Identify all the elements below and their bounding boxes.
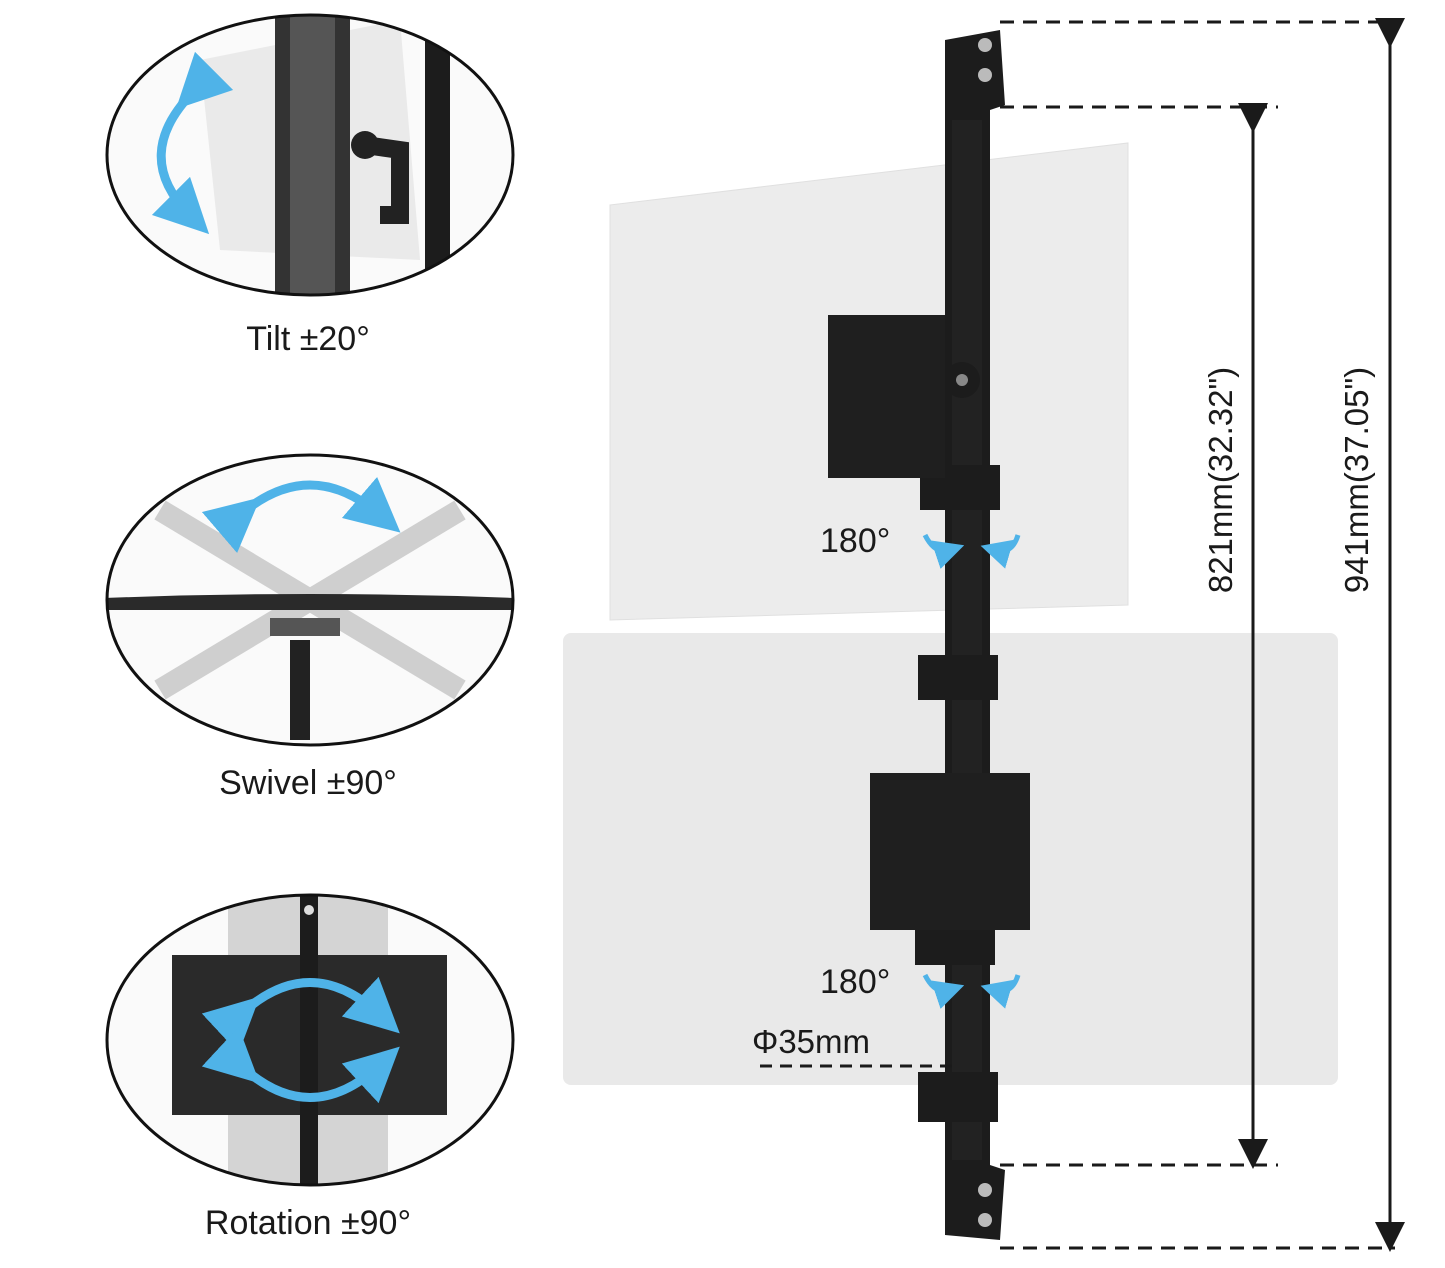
upper-vesa-plate — [828, 315, 945, 478]
inner-height-label: 821mm(32.32") — [1202, 367, 1239, 593]
rotation-arrow-top-icon — [201, 976, 400, 1054]
dimension-lines — [1000, 18, 1405, 1252]
lower-rotation-text: 180° — [820, 963, 890, 1001]
tilt-arrow-icon — [151, 51, 234, 235]
rotation-arrow-bottom-icon — [201, 1026, 400, 1104]
rotation-illustration — [105, 893, 515, 1187]
lower-rotate-left-icon — [922, 973, 965, 1009]
pole-diameter-text: Φ35mm — [752, 1023, 870, 1060]
rotation-label: Rotation ±90° — [205, 1204, 411, 1242]
upper-rotate-right-icon — [980, 534, 1021, 569]
lower-rotate-right-icon — [980, 974, 1021, 1009]
lower-vesa-plate — [870, 773, 1030, 930]
outer-height-label: 941mm(37.05") — [1338, 367, 1375, 593]
swivel-illustration — [105, 453, 515, 747]
upper-rotation-text: 180° — [820, 522, 890, 560]
swivel-label: Swivel ±90° — [219, 764, 397, 802]
pole — [915, 30, 1005, 1240]
swivel-arrow-icon — [201, 476, 401, 554]
tilt-label: Tilt ±20° — [246, 320, 370, 358]
tilt-illustration — [105, 13, 515, 297]
upper-rotate-left-icon — [922, 533, 965, 569]
